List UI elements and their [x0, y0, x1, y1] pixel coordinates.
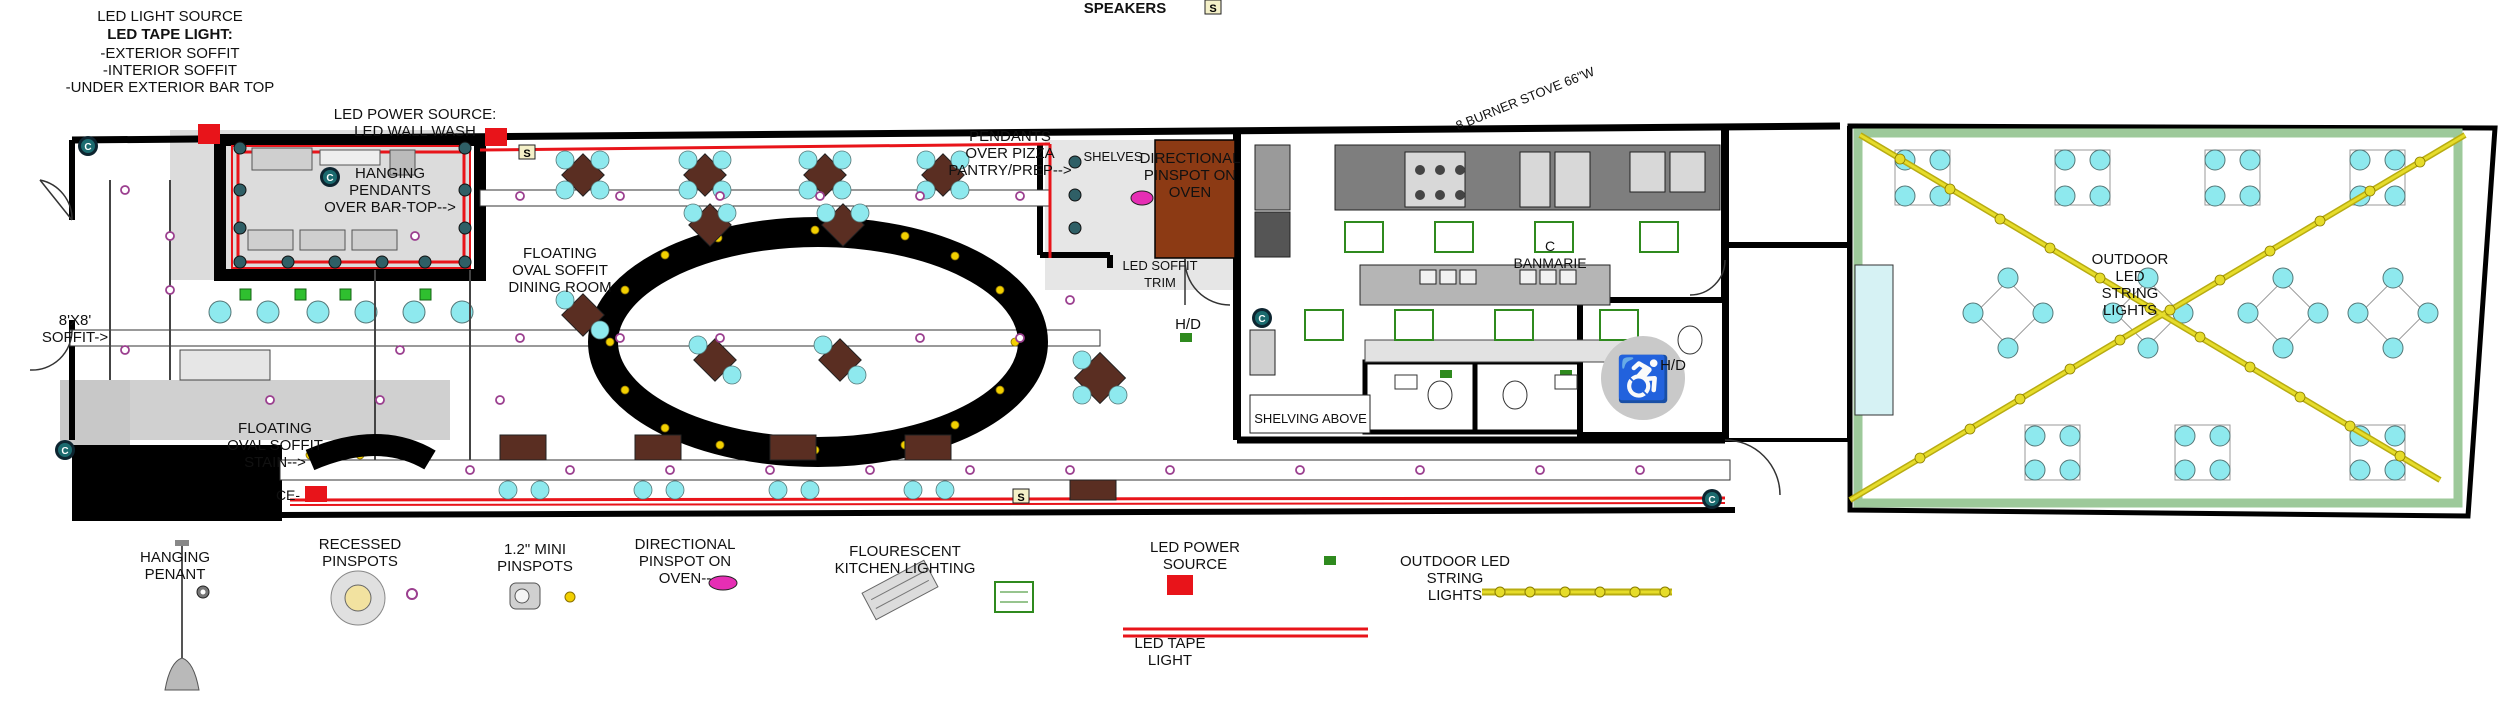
speakers-label: SPEAKERS [1083, 0, 1167, 17]
banmarie-label: C BANMARIE [1513, 238, 1587, 271]
legend-directional-pinspot-label: DIRECTIONAL PINSPOT ON OVEN-- [634, 536, 736, 587]
led-light-source-title: LED LIGHT SOURCE [97, 8, 243, 25]
soffit-8x8-label: 8'X8' SOFFIT-> [41, 312, 109, 346]
floating-oval-soffit-label: FLOATING OVAL SOFFIT DINING ROOM [508, 245, 612, 296]
legend-outdoor-string-label: OUTDOOR LED STRING LIGHTS [1399, 553, 1510, 604]
outdoor-patio [1847, 123, 2498, 519]
legend-fluorescent-label: FLOURESCENT KITCHEN LIGHTING [834, 543, 976, 577]
hanging-pendants-label: HANGING PENDANTS OVER BAR-TOP--> [324, 165, 456, 216]
led-soffit-trim-label: LED SOFFIT TRIM [1122, 258, 1198, 290]
hd-left-label: H/D [1175, 316, 1201, 333]
led-light-source-items: -EXTERIOR SOFFIT -INTERIOR SOFFIT -UNDER… [65, 45, 275, 96]
hd-right-label: H/D [1660, 357, 1686, 374]
legend-hanging-pendant-label: HANGING PENANT [139, 549, 210, 583]
legend-recessed-pinspots-label: RECESSED PINSPOTS [318, 536, 402, 570]
building-shell: ♿ [29, 0, 2449, 521]
led-tape-light-title: LED TAPE LIGHT: [107, 26, 233, 43]
legend-mini-pinspots-label: 1.2" MINI PINSPOTS [497, 541, 573, 575]
pendants-over-pizza-label: PENDANTS OVER PIZZA PANTRY/PREP--> [948, 128, 1072, 179]
outdoor-led-string-label: OUTDOOR LED STRING LIGHTS [2091, 251, 2169, 319]
legend-symbols [164, 540, 1672, 691]
legend-led-power-label: LED POWER SOURCE [1149, 539, 1240, 573]
led-power-source-label: LED POWER SOURCE: LED WALL WASH [333, 106, 497, 140]
shelving-above-label: SHELVING ABOVE [1254, 411, 1367, 426]
directional-pinspot-label: DIRECTIONAL PINSPOT ON OVEN [1139, 150, 1241, 201]
shelves-label: SHELVES [1083, 149, 1143, 164]
floating-oval-soffit-lower-label: FLOATING OVAL SOFFIT STAIN--> [227, 420, 323, 471]
legend-led-tape-label: LED TAPE LIGHT [1134, 635, 1206, 669]
ce-label: CE- [275, 487, 301, 503]
svg-text:♿: ♿ [1616, 354, 1671, 404]
